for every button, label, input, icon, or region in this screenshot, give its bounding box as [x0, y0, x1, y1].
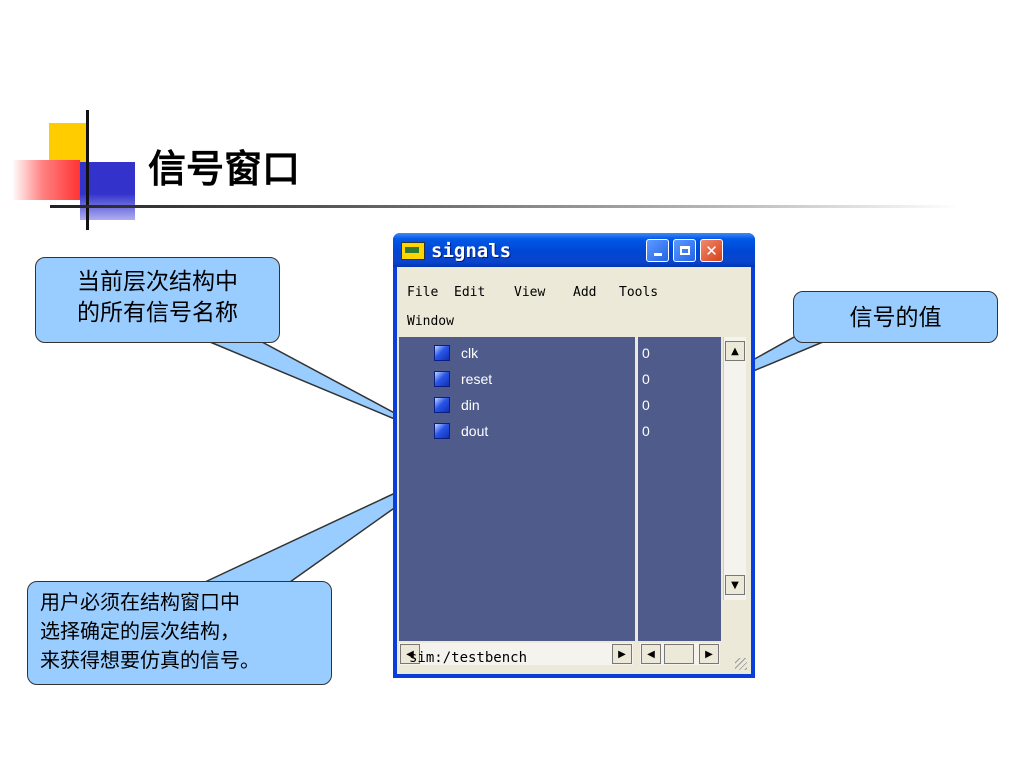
scroll-left-button[interactable]: ◀ [641, 644, 661, 664]
signal-names-pane[interactable]: clk reset din dout [399, 337, 635, 641]
minimize-icon [653, 253, 662, 256]
close-button[interactable]: ✕ [700, 239, 723, 262]
arrow-left-icon: ◀ [406, 648, 414, 660]
title-deco-vertical-line [86, 110, 89, 230]
title-deco-blue-square [80, 162, 135, 220]
signal-row[interactable]: reset [434, 369, 492, 389]
signal-row[interactable]: din [434, 395, 480, 415]
scroll-right-button[interactable]: ▶ [612, 644, 632, 664]
signal-value: 0 [642, 371, 650, 387]
status-path: sim:/testbench [409, 650, 528, 666]
menu-file[interactable]: File [407, 285, 439, 300]
resize-grip-icon[interactable] [735, 658, 747, 670]
vertical-scrollbar[interactable]: ▲ ▼ [723, 337, 746, 600]
arrow-right-icon: ▶ [618, 648, 626, 660]
window-title: signals [431, 240, 512, 262]
signal-name: reset [461, 371, 493, 387]
window-client: File Edit View Add Tools Window clk rese… [397, 267, 751, 674]
menu-tools[interactable]: Tools [619, 285, 659, 300]
signal-name: din [461, 397, 480, 413]
menu-window[interactable]: Window [407, 314, 454, 329]
callout-text-line: 当前层次结构中 [77, 269, 238, 295]
signal-row[interactable]: dout [434, 421, 488, 441]
values-horizontal-scrollbar[interactable]: ◀ ▶ [640, 643, 720, 665]
menu-add[interactable]: Add [573, 285, 597, 300]
signal-icon [434, 397, 450, 413]
names-horizontal-scrollbar[interactable]: ◀ ▶ [399, 643, 633, 665]
minimize-button[interactable] [646, 239, 669, 262]
callout-text-line: 用户必须在结构窗口中 [40, 590, 240, 614]
scroll-left-button[interactable]: ◀ [400, 644, 420, 664]
callout-text-line: 来获得想要仿真的信号。 [40, 648, 260, 672]
title-underline [50, 205, 960, 208]
app-icon[interactable] [401, 242, 425, 260]
scroll-down-button[interactable]: ▼ [725, 575, 745, 595]
signal-value: 0 [642, 345, 650, 361]
menu-bar: File Edit View Add Tools Window [397, 267, 751, 333]
scroll-right-button[interactable]: ▶ [699, 644, 719, 664]
callout-choose-hierarchy: 用户必须在结构窗口中 选择确定的层次结构， 来获得想要仿真的信号。 [27, 581, 332, 685]
signal-icon [434, 371, 450, 387]
signal-icon [434, 423, 450, 439]
arrow-up-icon: ▲ [731, 345, 739, 357]
callout-text-line: 选择确定的层次结构， [40, 619, 240, 643]
arrow-down-icon: ▼ [731, 579, 739, 591]
signal-panes: clk reset din dout 0 0 0 [397, 337, 751, 665]
signal-name: clk [461, 345, 479, 361]
arrow-right-icon: ▶ [705, 648, 713, 660]
menu-view[interactable]: View [514, 285, 546, 300]
maximize-icon [679, 246, 690, 255]
maximize-button[interactable] [673, 239, 696, 262]
signal-value: 0 [642, 423, 650, 439]
callout-signal-values: 信号的值 [793, 291, 998, 343]
signal-value: 0 [642, 397, 650, 413]
callout-text-line: 的所有信号名称 [77, 300, 238, 326]
callout-signal-names: 当前层次结构中 的所有信号名称 [35, 257, 280, 343]
pane-splitter[interactable] [635, 337, 638, 641]
status-bar: sim:/testbench [397, 642, 751, 674]
signal-icon [434, 345, 450, 361]
menu-edit[interactable]: Edit [454, 285, 486, 300]
scroll-thumb[interactable] [664, 644, 694, 664]
signal-values-pane[interactable]: 0 0 0 0 [638, 337, 721, 641]
signal-row[interactable]: clk [434, 343, 478, 363]
window-titlebar[interactable]: signals ✕ [393, 233, 755, 267]
scroll-up-button[interactable]: ▲ [725, 341, 745, 361]
signal-name: dout [461, 423, 489, 439]
signals-window: signals ✕ File Edit View Add Tools Windo… [393, 233, 755, 678]
slide-title: 信号窗口 [148, 146, 301, 191]
arrow-left-icon: ◀ [647, 648, 655, 660]
title-deco-red-bar [12, 160, 80, 200]
close-icon: ✕ [705, 241, 718, 260]
